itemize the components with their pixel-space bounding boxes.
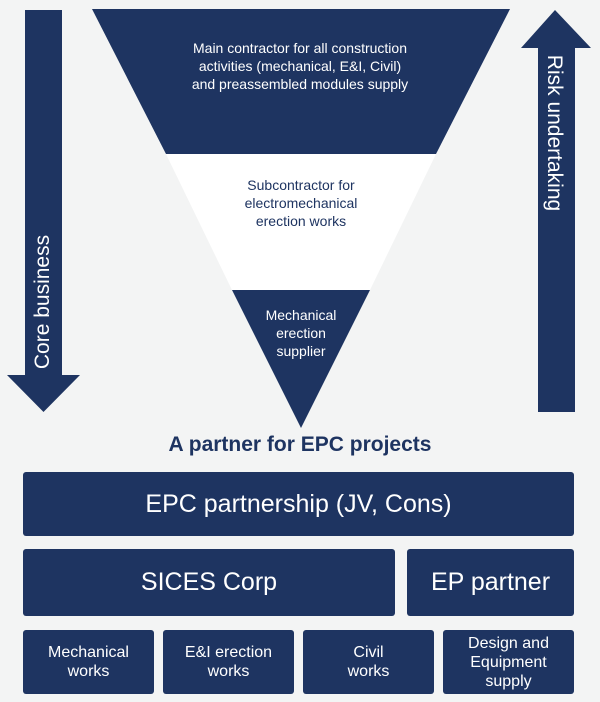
bottom-tier-line: erection [276,325,326,341]
bottom-tier-line: Mechanical [265,307,337,323]
top-tier-line: and preassembled modules supply [191,76,409,92]
top-tier-text: Main contractor for all construction act… [150,39,450,93]
bottom-tier-text: Mechanical erection supplier [241,306,361,360]
epc-partnership-box: EPC partnership (JV, Cons) [23,472,574,536]
core-business-arrow [7,10,80,412]
middle-tier-line: Subcontractor for [247,177,355,193]
bottom-tier-line: supplier [276,343,326,359]
box-line: Design and [468,634,549,652]
ei-erection-works-box: E&I erection works [163,630,294,694]
box-line: Equipment [470,653,547,671]
box-line: supply [485,672,532,690]
funnel-top-tier [92,9,510,154]
box-line: Mechanical [48,644,129,661]
box-line: works [347,663,390,680]
middle-tier-text: Subcontractor for electromechanical erec… [200,176,402,230]
design-equipment-supply-box: Design and Equipment supply [443,630,574,694]
risk-undertaking-label: Risk undertaking [543,54,566,212]
civil-works-box: Civil works [303,630,434,694]
subtitle: A partner for EPC projects [168,433,432,456]
mechanical-works-box: Mechanical works [23,630,154,694]
funnel-bottom-tier [232,290,370,428]
top-tier-line: Main contractor for all construction [193,40,407,56]
box-line: Civil [353,644,384,661]
ep-partner-box: EP partner [407,549,574,616]
box-line: E&I erection [184,644,273,661]
risk-undertaking-arrow [521,10,591,412]
sices-corp-box: SICES Corp [23,549,395,616]
core-business-label: Core business [31,234,54,370]
funnel-middle-tier [166,154,436,290]
top-tier-line: activities (mechanical, E&I, Civil) [198,58,402,74]
box-line: works [207,663,250,680]
box-line: works [67,663,110,680]
middle-tier-line: electromechanical [244,195,358,211]
middle-tier-line: erection works [255,213,347,229]
